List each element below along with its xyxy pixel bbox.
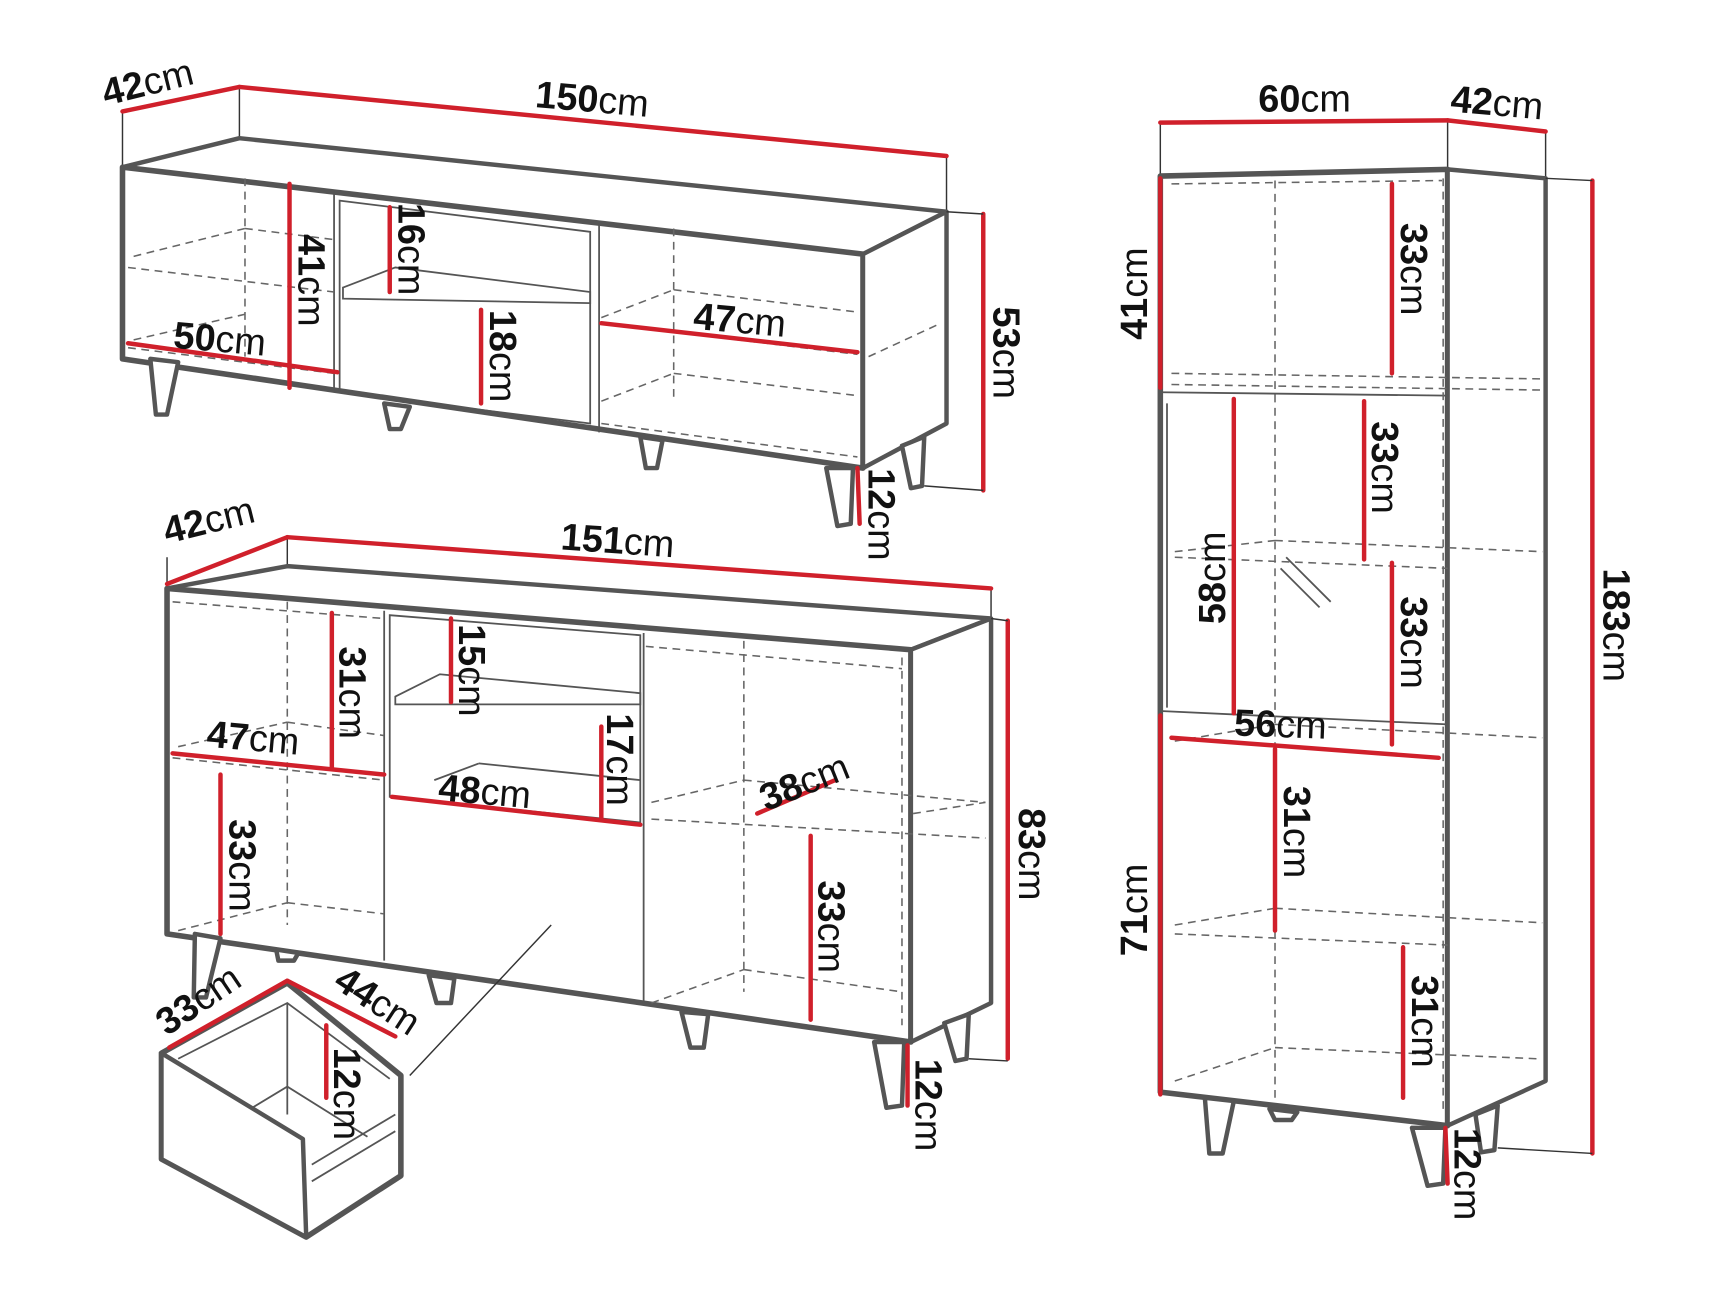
tv-leg-height-label: 12cm	[860, 468, 902, 561]
sideboard-middle-width-label: 48cm	[437, 767, 533, 817]
drawer-height-label: 12cm	[325, 1048, 367, 1141]
tall-cabinet	[1157, 118, 1595, 1189]
tv-left-width-label: 50cm	[172, 315, 268, 365]
tall-glass-section-label: 58cm	[1192, 531, 1234, 624]
tv-right-width-label: 47cm	[692, 296, 788, 346]
tall-inner-width-label: 56cm	[1233, 703, 1327, 748]
sideboard-width-label: 151cm	[559, 516, 675, 566]
tv-middle-upper-label: 16cm	[390, 203, 432, 296]
tall-glass-upper-label: 33cm	[1363, 421, 1405, 514]
tv-cabinet	[119, 84, 986, 529]
tall-glass-lower-label: 33cm	[1392, 596, 1434, 689]
drawer	[158, 978, 404, 1240]
tall-bottom-lower-label: 31cm	[1403, 975, 1445, 1068]
tv-width-label: 150cm	[534, 74, 651, 126]
sideboard-height-label: 83cm	[1010, 808, 1052, 901]
tall-bottom-upper-label: 31cm	[1275, 786, 1317, 879]
tv-depth-label: 42cm	[98, 51, 198, 114]
tall-width-label: 60cm	[1258, 78, 1351, 120]
sideboard-middle-lower-label: 17cm	[598, 713, 640, 806]
tall-leg-height-label: 12cm	[1445, 1128, 1487, 1221]
tv-height-label: 53cm	[984, 306, 1026, 399]
tall-depth-label: 42cm	[1449, 79, 1545, 129]
sideboard-left-lower-label: 33cm	[220, 819, 262, 912]
sideboard-middle-upper-label: 15cm	[450, 624, 492, 717]
tv-middle-lower-label: 18cm	[481, 310, 523, 403]
sideboard-left-upper-label: 31cm	[331, 646, 373, 739]
sideboard-leg-height-label: 12cm	[906, 1059, 948, 1152]
sideboard	[164, 534, 1010, 1111]
tall-bottom-section-label: 71cm	[1114, 864, 1156, 957]
sideboard-left-width-label: 47cm	[205, 714, 301, 764]
tall-top-inner-label: 33cm	[1392, 223, 1434, 316]
tv-left-height-label: 41cm	[289, 234, 331, 327]
sideboard-depth-label: 42cm	[159, 489, 259, 552]
tall-height-label: 183cm	[1595, 568, 1637, 682]
tall-top-section-label: 41cm	[1114, 247, 1156, 340]
sideboard-right-lower-label: 33cm	[809, 880, 851, 973]
